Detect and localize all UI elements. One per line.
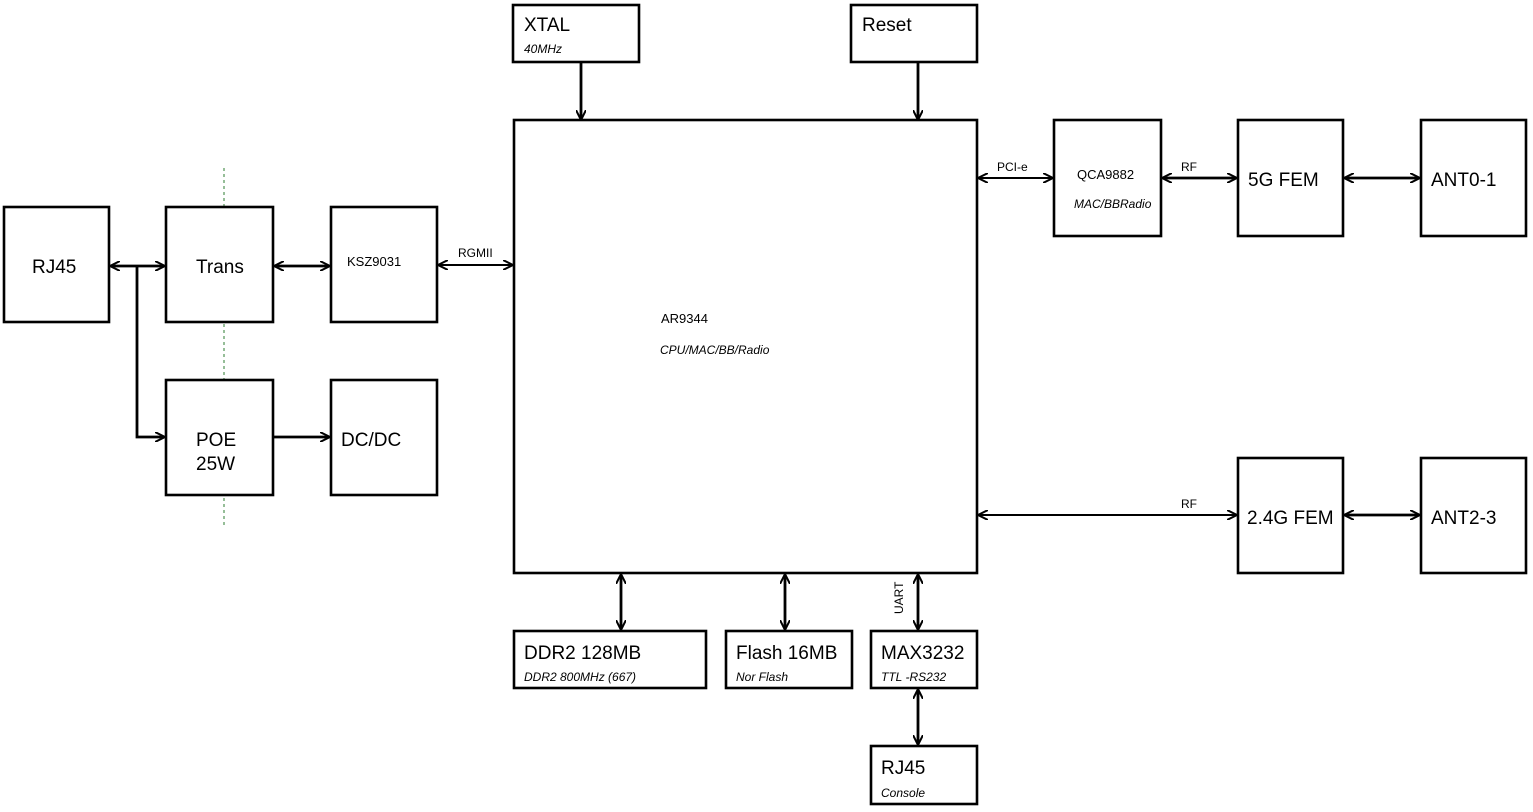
poe-title-line1: POE <box>196 430 236 451</box>
xtal-title: XTAL <box>524 15 570 36</box>
ddr2-block: DDR2 128MB DDR2 800MHz (667) <box>512 629 708 690</box>
ar9344-subtitle: CPU/MAC/BB/Radio <box>660 343 770 357</box>
flash-title: Flash 16MB <box>736 643 837 664</box>
pcie-label: PCI-e <box>997 160 1028 174</box>
max3232-subtitle: TTL -RS232 <box>881 670 946 684</box>
ant01-title: ANT0-1 <box>1431 170 1496 191</box>
fem-5g-title: 5G FEM <box>1248 170 1319 191</box>
trans-title: Trans <box>196 257 244 278</box>
max3232-title: MAX3232 <box>881 643 964 664</box>
flash-block: Flash 16MB Nor Flash <box>724 629 854 690</box>
rj45-console-block: RJ45 Console <box>869 744 979 806</box>
rj45-console-title: RJ45 <box>881 758 925 779</box>
qca9882-title: QCA9882 <box>1077 167 1134 182</box>
fem-5g-block: 5G FEM <box>1236 118 1345 238</box>
rj45-to-poe-arrow <box>135 266 164 437</box>
fem-24g-title: 2.4G FEM <box>1247 508 1334 529</box>
rj45-console-subtitle: Console <box>881 786 925 800</box>
ant01-block: ANT0-1 <box>1419 118 1528 238</box>
fem-24g-block: 2.4G FEM <box>1236 456 1345 575</box>
xtal-subtitle: 40MHz <box>524 42 562 56</box>
poe-block: POE 25W <box>164 378 275 497</box>
ddr2-subtitle: DDR2 800MHz (667) <box>524 670 636 684</box>
ddr2-title: DDR2 128MB <box>524 643 641 664</box>
reset-block: Reset <box>849 3 979 64</box>
flash-subtitle: Nor Flash <box>736 670 788 684</box>
ar9344-title: AR9344 <box>661 311 708 326</box>
trans-block: Trans <box>164 205 275 324</box>
ar9344-block: AR9344 CPU/MAC/BB/Radio <box>512 118 979 575</box>
ant23-block: ANT2-3 <box>1419 456 1528 575</box>
xtal-block: XTAL 40MHz <box>511 3 641 64</box>
ksz9031-title: KSZ9031 <box>347 254 401 269</box>
dcdc-block: DC/DC <box>329 378 439 497</box>
uart-label: UART <box>892 581 906 614</box>
qca9882-block: QCA9882 MAC/BBRadio <box>1052 118 1163 238</box>
poe-title-line2: 25W <box>196 454 235 475</box>
max3232-block: MAX3232 TTL -RS232 <box>869 629 979 690</box>
rf-24g-label: RF <box>1181 497 1197 511</box>
rgmii-label: RGMII <box>458 246 493 260</box>
qca9882-subtitle: MAC/BBRadio <box>1074 197 1152 211</box>
reset-title: Reset <box>862 15 912 36</box>
rj45-ethernet-title: RJ45 <box>32 257 76 278</box>
dcdc-title: DC/DC <box>341 430 401 451</box>
rf-5g-label: RF <box>1181 160 1197 174</box>
ant23-title: ANT2-3 <box>1431 508 1496 529</box>
rj45-ethernet-block: RJ45 <box>2 205 111 324</box>
ksz9031-block: KSZ9031 <box>329 205 439 324</box>
